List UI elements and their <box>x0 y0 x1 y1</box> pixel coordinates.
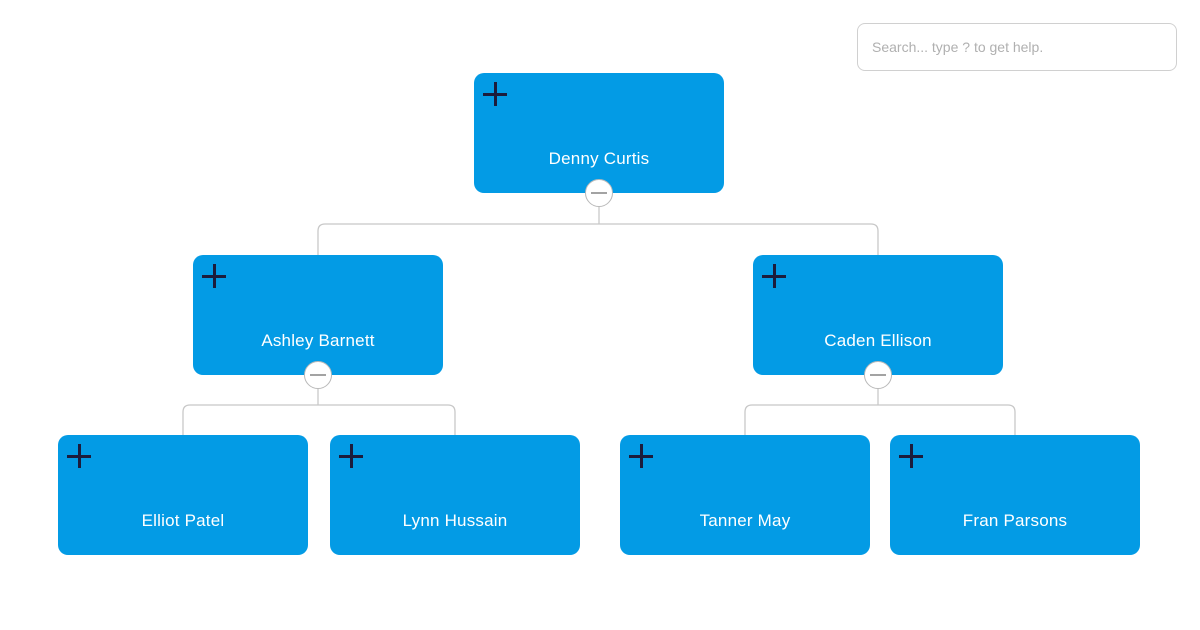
org-node-denny-curtis[interactable]: Denny Curtis <box>474 73 724 207</box>
minus-icon <box>310 374 326 376</box>
search-input[interactable] <box>857 23 1177 71</box>
add-node-icon[interactable] <box>67 444 91 468</box>
node-name-label: Denny Curtis <box>548 149 650 168</box>
node-name-label: Fran Parsons <box>962 511 1068 530</box>
add-node-icon[interactable] <box>629 444 653 468</box>
connector-ashley-to-children <box>182 404 456 435</box>
collapse-toggle-button[interactable] <box>864 361 892 389</box>
node-name-label: Caden Ellison <box>824 331 932 350</box>
node-name-label: Ashley Barnett <box>261 331 375 350</box>
add-node-icon[interactable] <box>202 264 226 288</box>
node-name-label: Lynn Hussain <box>402 511 508 530</box>
add-node-icon[interactable] <box>762 264 786 288</box>
collapse-toggle-button[interactable] <box>585 179 613 207</box>
org-node-elliot-patel[interactable]: Elliot Patel <box>58 435 308 555</box>
org-node-fran-parsons[interactable]: Fran Parsons <box>890 435 1140 555</box>
org-node-caden-ellison[interactable]: Caden Ellison <box>753 255 1003 389</box>
add-node-icon[interactable] <box>339 444 363 468</box>
connector-caden-to-children <box>744 404 1016 435</box>
org-node-lynn-hussain[interactable]: Lynn Hussain <box>330 435 580 555</box>
collapse-toggle-button[interactable] <box>304 361 332 389</box>
connector-root-to-level2 <box>317 223 879 255</box>
node-name-label: Tanner May <box>699 511 791 530</box>
node-name-label: Elliot Patel <box>141 511 225 530</box>
minus-icon <box>870 374 886 376</box>
add-node-icon[interactable] <box>483 82 507 106</box>
org-node-tanner-may[interactable]: Tanner May <box>620 435 870 555</box>
minus-icon <box>591 192 607 194</box>
add-node-icon[interactable] <box>899 444 923 468</box>
org-node-ashley-barnett[interactable]: Ashley Barnett <box>193 255 443 389</box>
